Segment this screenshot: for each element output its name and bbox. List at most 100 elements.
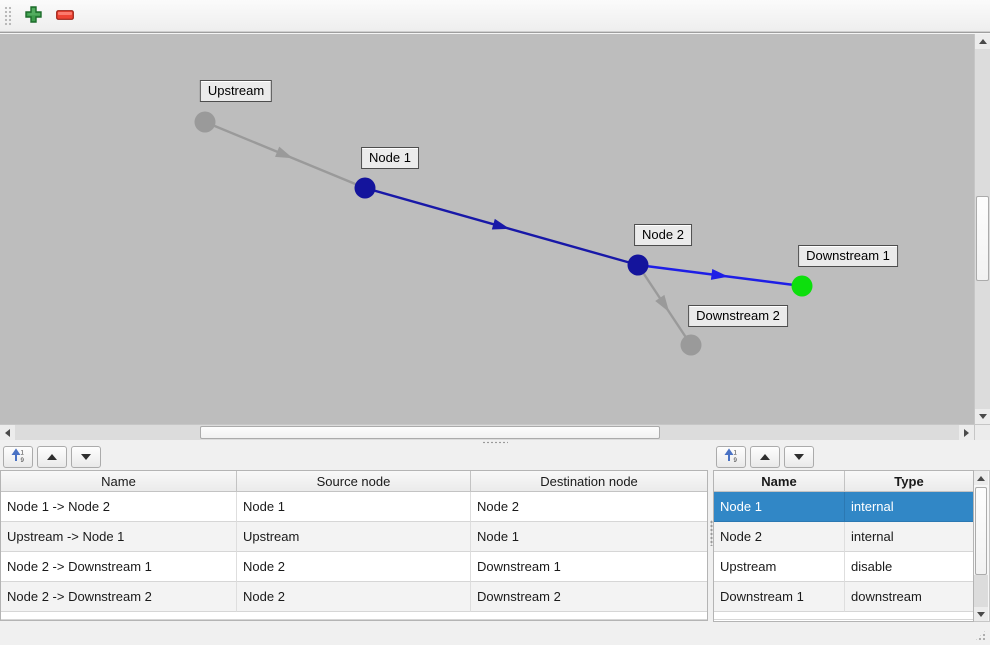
canvas-horizontal-scrollbar[interactable]: [0, 424, 974, 440]
horizontal-scroll-thumb[interactable]: [200, 426, 660, 439]
splitter-handle-icon: [482, 440, 508, 444]
triangle-down-icon: [978, 414, 987, 419]
table-cell[interactable]: Node 1: [237, 492, 471, 522]
table-cell[interactable]: Node 2: [237, 552, 471, 582]
svg-text:1: 1: [20, 451, 24, 457]
move-up-button[interactable]: [37, 446, 67, 468]
triangle-right-icon: [964, 428, 969, 437]
table-cell[interactable]: Downstream 1: [471, 552, 707, 582]
table-cell[interactable]: Upstream: [714, 552, 845, 582]
vertical-scroll-thumb[interactable]: [975, 487, 987, 575]
resize-grip-icon[interactable]: [974, 629, 987, 642]
column-header[interactable]: Name: [714, 471, 845, 492]
table-cell[interactable]: Node 2 -> Downstream 2: [1, 582, 237, 612]
table-cell[interactable]: Node 1: [471, 522, 707, 552]
table-cell[interactable]: Node 1 -> Node 2: [1, 492, 237, 522]
table-cell[interactable]: disable: [845, 552, 973, 582]
column-header[interactable]: Destination node: [471, 471, 707, 492]
triangle-up-icon: [977, 475, 985, 481]
table-cell[interactable]: Node 2: [237, 582, 471, 612]
toolbar-grip[interactable]: [4, 5, 13, 26]
node-label-ds1[interactable]: Downstream 1: [798, 245, 898, 267]
node-label-node1[interactable]: Node 1: [361, 147, 419, 169]
node-label-upstream[interactable]: Upstream: [199, 80, 273, 102]
edge-arrow-icon: [655, 294, 670, 313]
table-vertical-scrollbar[interactable]: [974, 470, 990, 622]
nodes-panel-toolbar: 1 9: [713, 444, 990, 470]
triangle-up-icon: [978, 39, 987, 44]
graph-node-ds2[interactable]: [680, 334, 702, 356]
column-header[interactable]: Source node: [237, 471, 471, 492]
minus-icon: [56, 8, 74, 23]
sort-button[interactable]: 1 9: [3, 446, 33, 468]
edge-arrow-icon: [275, 146, 293, 159]
horizontal-pane-splitter[interactable]: [710, 444, 713, 622]
sort-button[interactable]: 1 9: [716, 446, 746, 468]
edge-arrow-icon: [710, 268, 729, 280]
svg-text:1: 1: [733, 451, 737, 457]
table-cell[interactable]: Node 2: [714, 522, 845, 552]
column-header[interactable]: Name: [1, 471, 237, 492]
graph-node-node1[interactable]: [354, 177, 376, 199]
graph-node-upstream[interactable]: [194, 111, 216, 133]
edge-arrow-icon: [491, 218, 510, 230]
vertical-scroll-thumb[interactable]: [976, 196, 989, 281]
triangle-down-icon: [977, 611, 985, 617]
graph-node-ds1[interactable]: [791, 275, 813, 297]
scroll-trough[interactable]: [974, 575, 988, 607]
empty-row: [714, 612, 973, 620]
statusbar: [0, 622, 990, 645]
node-label-node2[interactable]: Node 2: [634, 224, 692, 246]
scrollbar-corner: [974, 424, 990, 440]
table-cell[interactable]: Node 2: [471, 492, 707, 522]
move-up-button[interactable]: [750, 446, 780, 468]
canvas-vertical-scrollbar[interactable]: [974, 34, 990, 424]
triangle-up-icon: [47, 454, 57, 460]
scroll-left-button[interactable]: [0, 425, 15, 440]
table-cell[interactable]: Downstream 1: [714, 582, 845, 612]
table-cell[interactable]: downstream: [845, 582, 973, 612]
graph-node-node2[interactable]: [627, 254, 649, 276]
table-cell[interactable]: Downstream 2: [471, 582, 707, 612]
triangle-down-icon: [81, 454, 91, 460]
move-down-button[interactable]: [71, 446, 101, 468]
move-down-button[interactable]: [784, 446, 814, 468]
triangle-down-icon: [794, 454, 804, 460]
scroll-up-button[interactable]: [975, 34, 990, 49]
vertical-pane-splitter[interactable]: [0, 440, 990, 444]
sort-ascending-icon: 1 9: [11, 448, 26, 466]
column-header[interactable]: Type: [845, 471, 973, 492]
table-cell[interactable]: Node 1: [714, 492, 845, 522]
table-cell[interactable]: internal: [845, 492, 973, 522]
node-label-ds2[interactable]: Downstream 2: [688, 305, 788, 327]
table-cell[interactable]: Upstream -> Node 1: [1, 522, 237, 552]
scroll-down-button[interactable]: [975, 409, 990, 424]
scroll-down-button[interactable]: [974, 607, 988, 621]
scroll-right-button[interactable]: [959, 425, 974, 440]
svg-text:9: 9: [733, 458, 737, 463]
triangle-left-icon: [5, 428, 10, 437]
scroll-up-button[interactable]: [974, 471, 988, 485]
add-button[interactable]: [19, 3, 47, 29]
table-cell[interactable]: Upstream: [237, 522, 471, 552]
table-cell[interactable]: Node 2 -> Downstream 1: [1, 552, 237, 582]
remove-button[interactable]: [51, 3, 79, 29]
empty-row: [1, 612, 707, 620]
sort-ascending-icon: 1 9: [724, 448, 739, 466]
table-cell[interactable]: internal: [845, 522, 973, 552]
edges-panel-toolbar: 1 9: [0, 444, 710, 470]
